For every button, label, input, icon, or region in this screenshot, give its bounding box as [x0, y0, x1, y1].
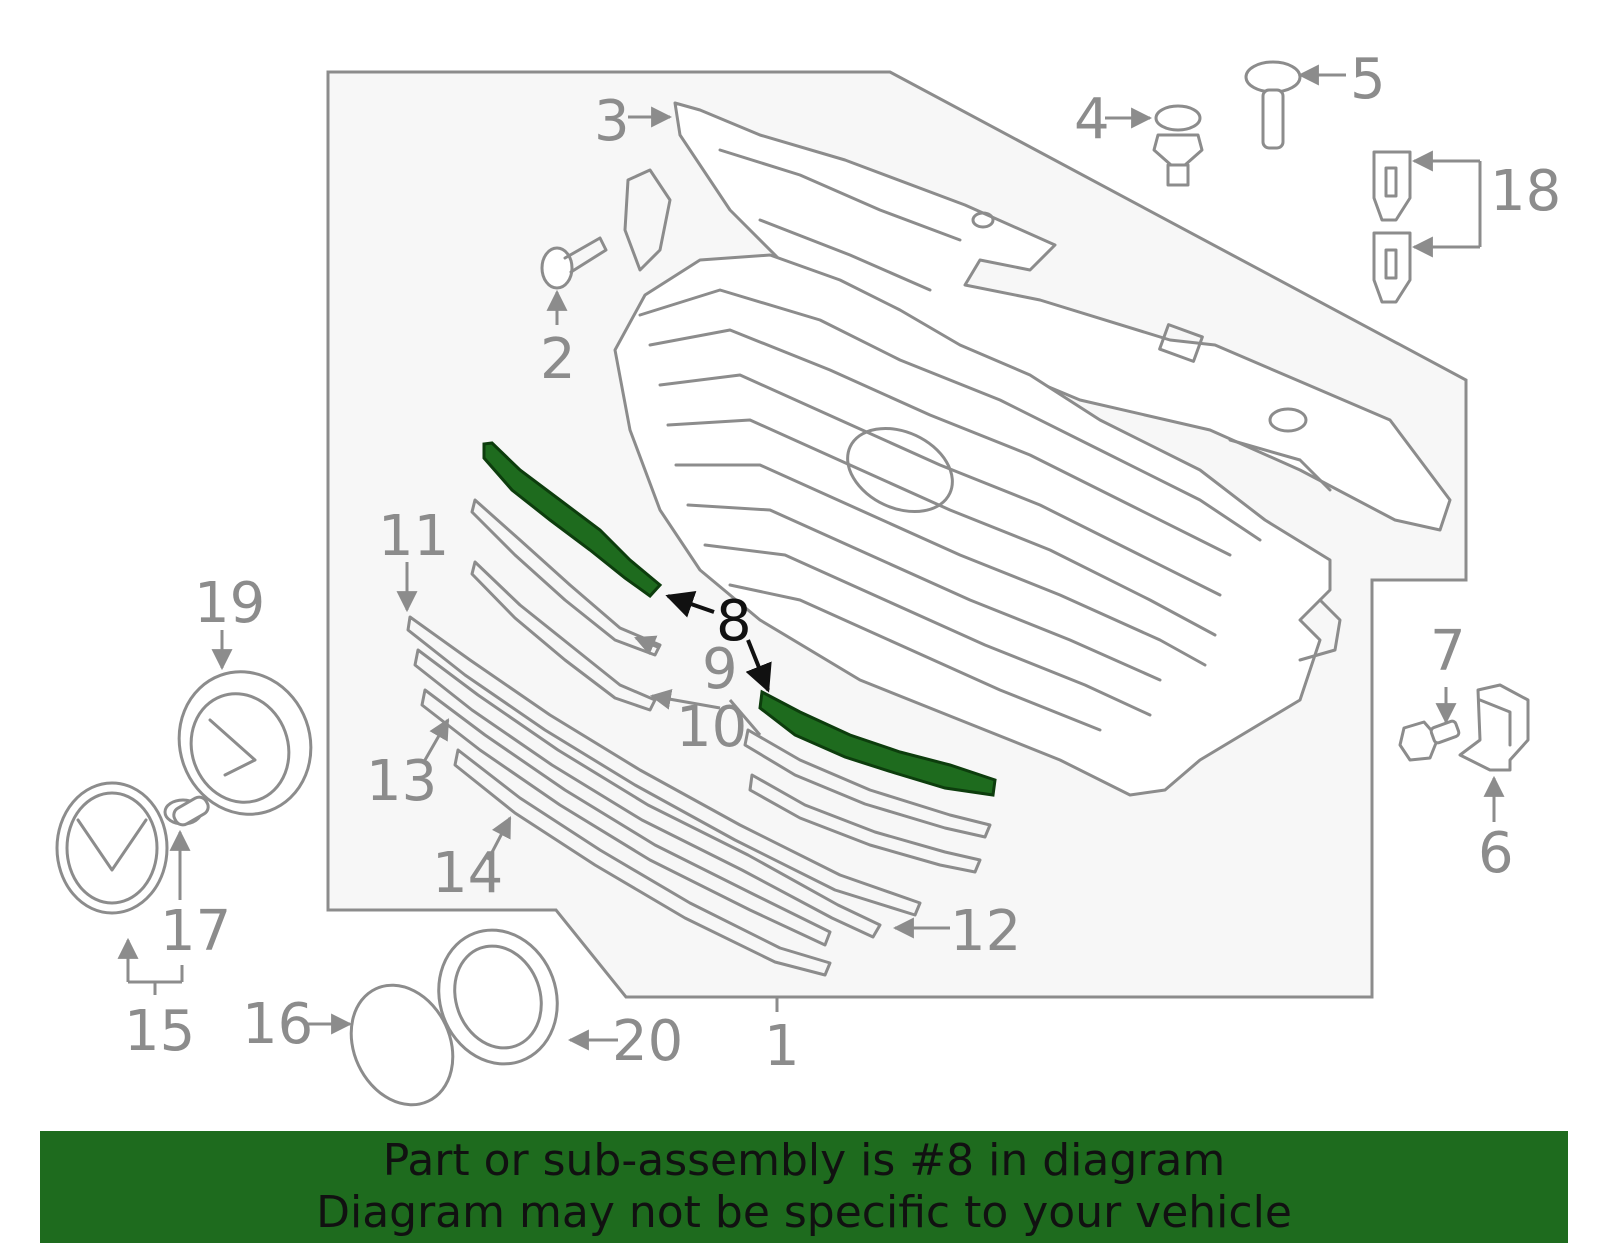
- screw-part-5: [1244, 60, 1302, 150]
- banner-line-2: Diagram may not be specific to your vehi…: [316, 1187, 1292, 1238]
- callout-labels: 3 2 4 5 18 7 6 19 11 8 9 10 13 14 12 17 …: [124, 47, 1561, 1079]
- push-clip-part-4: [1152, 104, 1204, 187]
- molding-lower-part-8: [758, 689, 997, 797]
- callout-6: 6: [1478, 821, 1514, 886]
- bolt-part-2: [540, 236, 608, 290]
- emblem-base-part-19: [177, 670, 313, 816]
- callout-4: 4: [1074, 87, 1110, 152]
- leader-lines: [117, 64, 1505, 1051]
- callout-7: 7: [1430, 619, 1466, 684]
- callout-16: 16: [242, 992, 313, 1057]
- banner-line-1: Part or sub-assembly is #8 in diagram: [382, 1135, 1226, 1186]
- callout-2: 2: [540, 327, 576, 392]
- callout-20: 20: [612, 1009, 683, 1074]
- callout-12: 12: [950, 899, 1021, 964]
- callout-9: 9: [702, 637, 738, 702]
- molding-upper-part-8: [482, 441, 663, 598]
- fastener-part-17: [163, 795, 210, 827]
- callout-10: 10: [676, 695, 747, 760]
- callout-17: 17: [160, 899, 231, 964]
- callout-13: 13: [366, 749, 437, 814]
- molding-parts: [406, 498, 992, 977]
- grille-part: [613, 168, 1342, 797]
- callout-1: 1: [764, 1014, 800, 1079]
- callout-5: 5: [1350, 47, 1386, 112]
- bezel-part-20: [437, 928, 559, 1066]
- emblem-part-15: [55, 781, 169, 915]
- bolt-part-7: [1398, 719, 1461, 762]
- bracket-part-6: [1458, 683, 1530, 772]
- retainer-part-18: [1372, 150, 1412, 304]
- callout-15: 15: [124, 999, 195, 1064]
- callout-3: 3: [594, 89, 630, 154]
- callout-11: 11: [378, 504, 449, 569]
- info-banner: Part or sub-assembly is #8 in diagram Di…: [40, 1131, 1568, 1243]
- callout-18: 18: [1490, 159, 1561, 224]
- callout-14: 14: [432, 841, 503, 906]
- callout-8: 8: [716, 589, 752, 654]
- callout-19: 19: [194, 571, 265, 636]
